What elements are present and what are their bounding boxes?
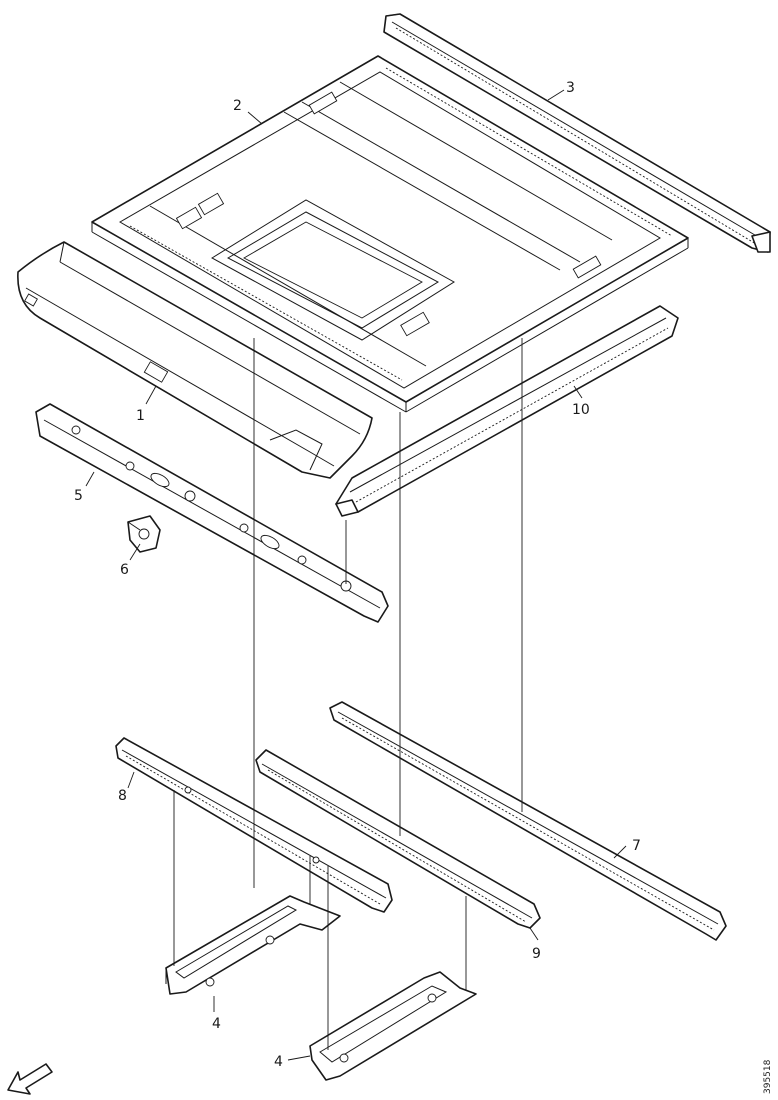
part-9-mid-roof-bow — [255, 749, 541, 929]
reference-code: 395518 — [763, 1059, 773, 1094]
part-10-side-reinforcement — [335, 305, 679, 517]
callout-7: 7 — [632, 838, 641, 854]
callout-labels: 1 2 3 4 4 5 6 7 8 9 10 — [74, 80, 641, 1070]
orientation-arrow-icon — [7, 1063, 53, 1095]
alignment-guides — [173, 338, 523, 1050]
callout-leaders — [85, 89, 627, 1061]
callout-2: 2 — [233, 98, 242, 114]
part-6-bracket — [127, 515, 161, 553]
callout-3: 3 — [566, 80, 575, 96]
callout-6: 6 — [120, 562, 129, 578]
part-4-bracket-right — [309, 971, 477, 1081]
part-7-side-rail-right — [329, 701, 727, 941]
part-5-front-cross-member — [35, 403, 389, 623]
callout-1: 1 — [136, 408, 145, 424]
part-1-front-roof-header — [17, 241, 373, 479]
callout-4-right: 4 — [274, 1054, 283, 1070]
part-2-roof-frame — [91, 55, 689, 413]
callout-10: 10 — [572, 402, 590, 418]
part-4-bracket-left — [165, 895, 341, 995]
part-3-roof-side-rail — [383, 13, 771, 253]
callout-8: 8 — [118, 788, 127, 804]
callout-9: 9 — [532, 946, 541, 962]
callout-5: 5 — [74, 488, 83, 504]
callout-4-left: 4 — [212, 1016, 221, 1032]
